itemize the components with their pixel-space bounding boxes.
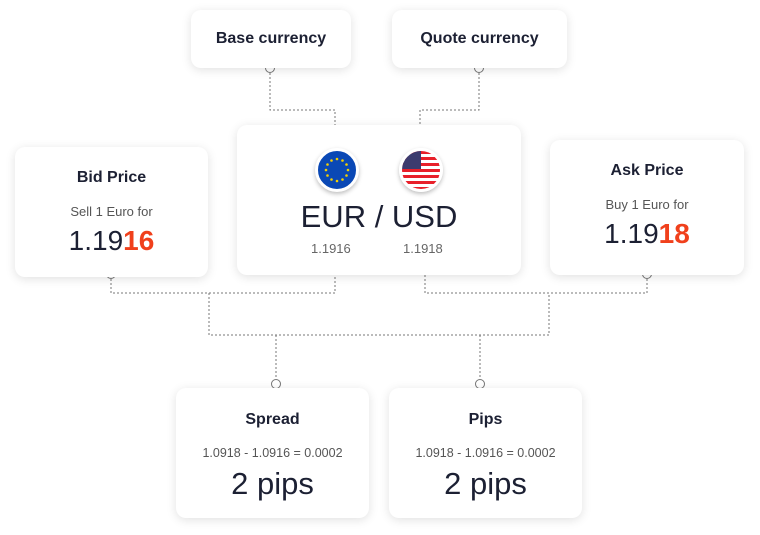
pair-ask-value: 1.1918 (403, 241, 443, 256)
pips-title: Pips (468, 411, 503, 428)
ask-subtitle: Buy 1 Euro for (605, 197, 689, 212)
bid-price-main: 1.19 (68, 225, 124, 256)
pair-name: EUR / USD (300, 199, 458, 234)
spread-formula: 1.0918 - 1.0916 = 0.0002 (202, 446, 343, 460)
ask-title: Ask Price (610, 162, 684, 179)
pips-formula: 1.0918 - 1.0916 = 0.0002 (415, 446, 556, 460)
spread-card: Spread 1.0918 - 1.0916 = 0.0002 2 pips (176, 388, 369, 518)
base-currency-label: Base currency (191, 10, 351, 68)
pair-bid-value: 1.1916 (311, 241, 351, 256)
pips-card: Pips 1.0918 - 1.0916 = 0.0002 2 pips (389, 388, 582, 518)
bid-subtitle: Sell 1 Euro for (70, 204, 153, 219)
ask-price-card: Ask Price Buy 1 Euro for 1.1918 (550, 140, 744, 275)
us-flag-icon (399, 148, 443, 192)
eu-flag-icon (315, 148, 359, 192)
bid-title: Bid Price (76, 169, 147, 186)
quote-currency-label: Quote currency (392, 10, 567, 68)
ask-price-pips: 18 (658, 218, 690, 249)
bid-price-card: Bid Price Sell 1 Euro for 1.1916 (15, 147, 208, 277)
pips-result: 2 pips (444, 466, 527, 501)
bid-price-pips: 16 (123, 225, 155, 256)
spread-title: Spread (245, 411, 300, 428)
ask-price-main: 1.19 (604, 218, 659, 249)
spread-result: 2 pips (231, 466, 314, 501)
currency-pair-card: EUR / USD 1.1916 1.1918 (237, 125, 521, 275)
